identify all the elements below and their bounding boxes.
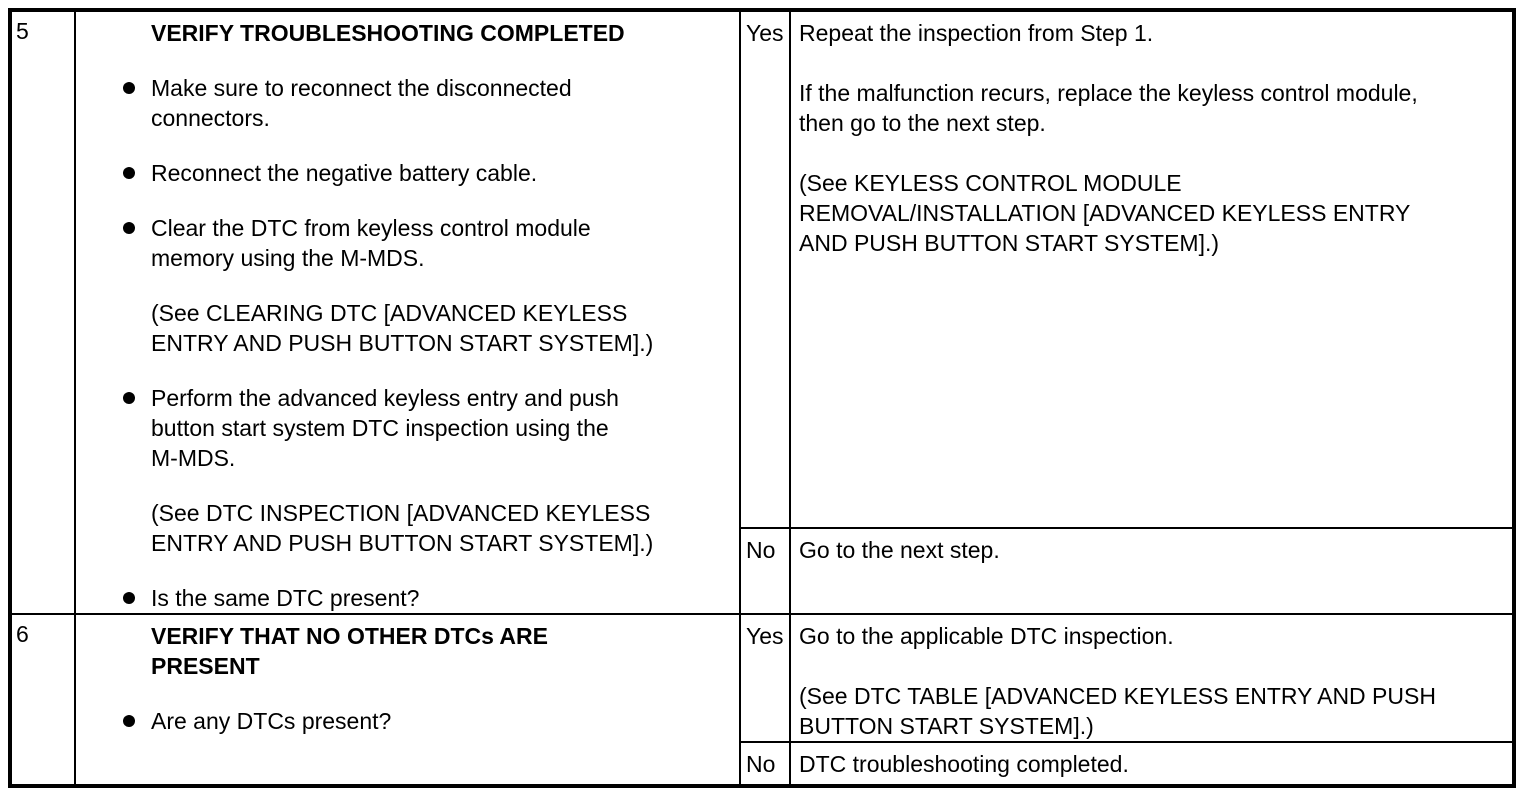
table-row-step6-yes: 6 VERIFY THAT NO OTHER DTCs ARE PRESENT …: [9, 613, 1515, 787]
action-cell: DTC troubleshooting completed.: [789, 741, 1515, 787]
action-cell: Repeat the inspection from Step 1. If th…: [789, 8, 1515, 530]
action-cell: Go to the next step.: [789, 527, 1515, 615]
inspection-cell: VERIFY TROUBLESHOOTING COMPLETED Make su…: [74, 9, 741, 615]
step-number: 5: [9, 9, 76, 615]
list-item: Is the same DTC present?: [77, 583, 731, 612]
list-item: Reconnect the negative battery cable.: [77, 158, 731, 188]
list-item: Are any DTCs present?: [77, 706, 731, 736]
result-label-no: No: [739, 741, 791, 787]
result-label-yes: Yes: [739, 8, 791, 530]
inspection-title: VERIFY TROUBLESHOOTING COMPLETED: [151, 20, 625, 46]
inspection-item-list: Make sure to reconnect the disconnected …: [77, 73, 731, 612]
list-item: Clear the DTC from keyless control modul…: [77, 213, 731, 273]
table-row-step6-no: No DTC troubleshooting completed.: [10, 741, 1515, 787]
step-number: 6: [9, 613, 76, 787]
troubleshooting-table: 5 VERIFY TROUBLESHOOTING COMPLETED Make …: [8, 8, 1516, 788]
result-label-no: No: [739, 527, 791, 615]
inspection-title: VERIFY THAT NO OTHER DTCs ARE PRESENT: [151, 623, 548, 679]
see-reference-note: (See CLEARING DTC [ADVANCED KEYLESS ENTR…: [151, 300, 654, 356]
result-label-yes: Yes: [739, 613, 791, 743]
list-item: Perform the advanced keyless entry and p…: [77, 383, 731, 473]
action-cell: Go to the applicable DTC inspection. (Se…: [789, 613, 1515, 743]
list-item: Make sure to reconnect the disconnected …: [77, 73, 731, 133]
inspection-cell: VERIFY THAT NO OTHER DTCs ARE PRESENT Ar…: [74, 613, 741, 787]
table-row-step5-no: No Go to the next step.: [10, 527, 1515, 615]
see-reference-note: (See DTC INSPECTION [ADVANCED KEYLESS EN…: [151, 500, 654, 556]
inspection-item-list: Are any DTCs present?: [77, 706, 731, 736]
table-row-step5-yes: 5 VERIFY TROUBLESHOOTING COMPLETED Make …: [9, 8, 1515, 615]
